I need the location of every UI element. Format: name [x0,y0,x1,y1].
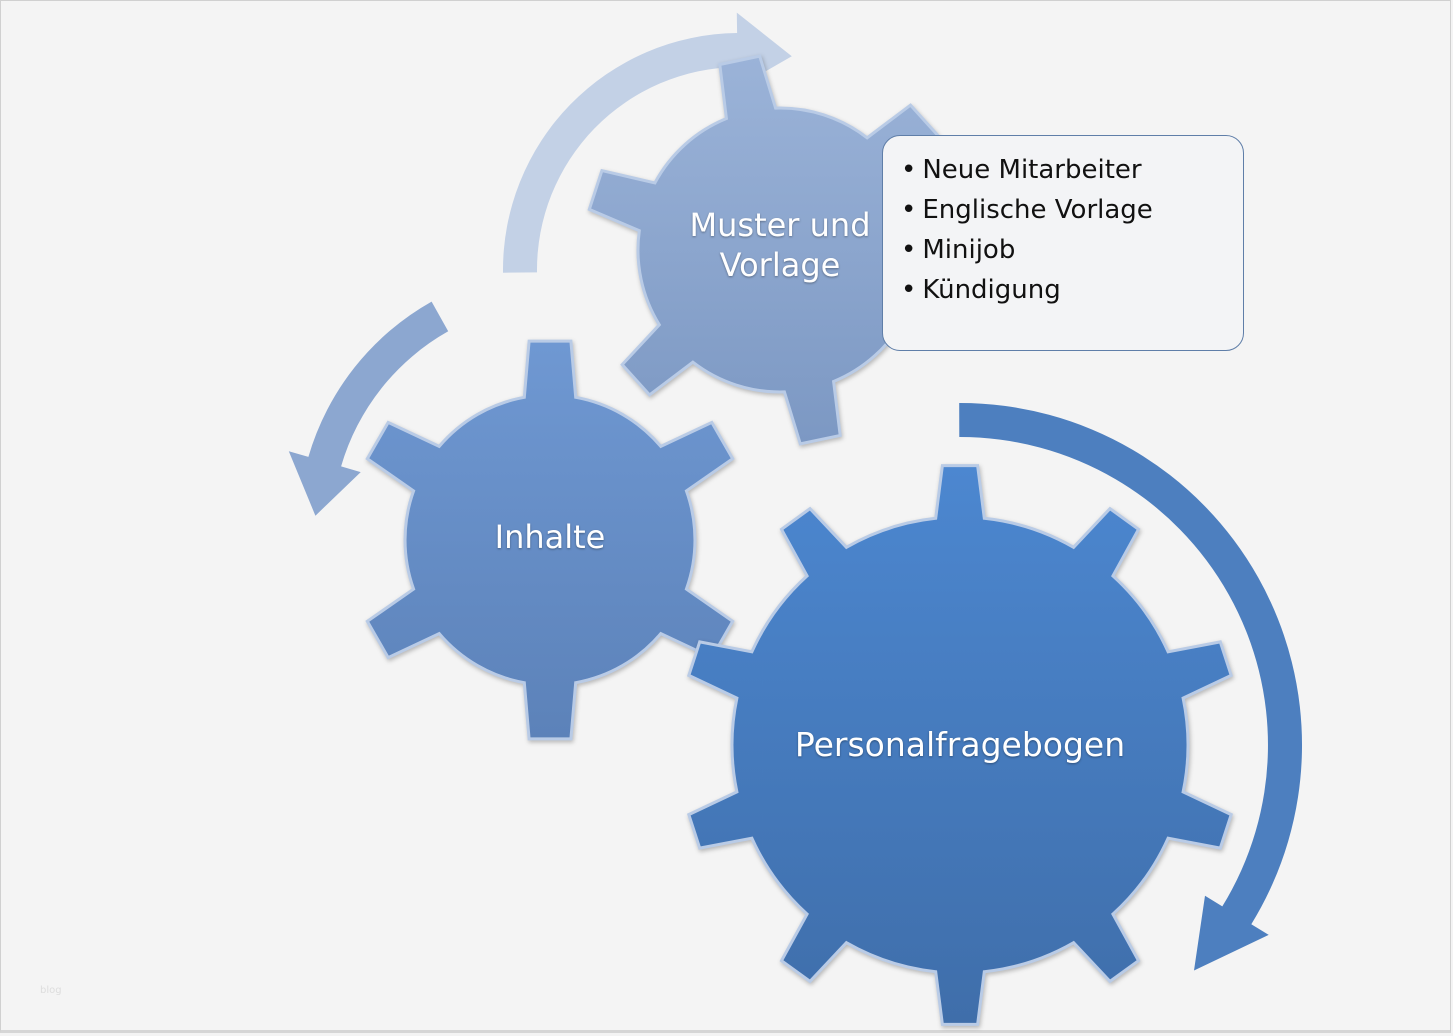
gear-inhalte[interactable] [365,339,735,741]
list-item: Englische Vorlage [901,190,1243,230]
list-item: Kündigung [901,270,1243,310]
arrow-light [502,12,792,273]
list-item: Neue Mitarbeiter [901,150,1243,190]
gear-label-inhalte: Inhalte [494,518,606,556]
gear-label-line: Vorlage [719,246,841,284]
gear-personalfragebogen[interactable] [686,464,1234,1026]
gear-label-line: Muster und [689,206,871,244]
callout-list: Neue Mitarbeiter Englische Vorlage Minij… [901,150,1243,310]
callout-box: Neue Mitarbeiter Englische Vorlage Minij… [882,135,1244,351]
gear-muster-und-vorlage[interactable] [587,54,973,446]
list-item: Minijob [901,230,1243,270]
arrow-dark [959,402,1303,971]
gear-label-muster: Muster und Vorlage [660,205,900,285]
watermark: blog [40,985,62,996]
gear-label-personalfragebogen: Personalfragebogen [794,725,1126,764]
arrow-mid [288,301,449,516]
